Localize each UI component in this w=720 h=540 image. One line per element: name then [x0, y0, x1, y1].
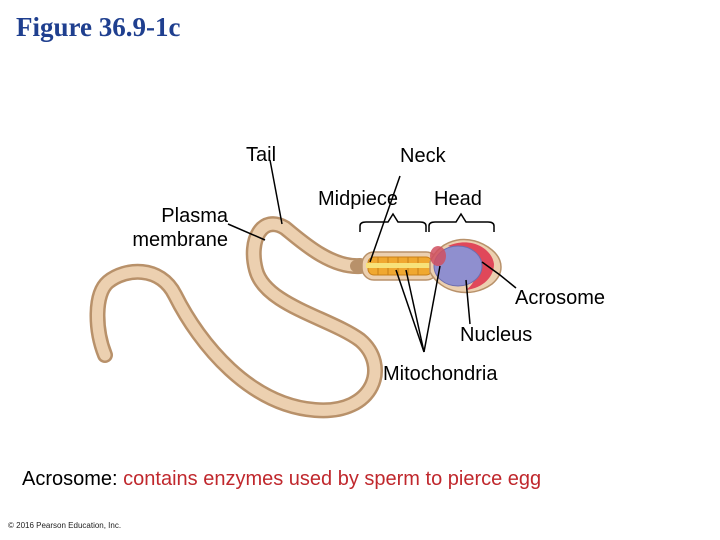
label-acrosome: Acrosome: [515, 287, 606, 309]
sperm-midpiece: [361, 251, 439, 281]
label-mitochondria: Mitochondria: [383, 363, 498, 385]
head-bracket: [428, 212, 495, 232]
sperm-tail: [89, 216, 383, 419]
caption-definition: contains enzymes used by sperm to pierce…: [123, 468, 542, 490]
leader-lines: [227, 159, 517, 353]
label-head: Head: [434, 188, 482, 210]
caption-term: Acrosome:: [22, 468, 118, 490]
label-midpiece: Midpiece: [318, 188, 399, 210]
midpiece-bracket: [359, 212, 427, 232]
label-plasma-membrane: Plasma membrane: [108, 204, 228, 252]
sperm-head: [429, 238, 502, 294]
figure-title: Figure 36.9-1c: [16, 12, 181, 42]
label-plasma-line1: Plasma: [161, 205, 228, 227]
label-membrane-line2: membrane: [132, 229, 228, 251]
label-tail: Tail: [246, 144, 277, 166]
caption: Acrosome: contains enzymes used by sperm…: [22, 468, 541, 491]
label-neck: Neck: [400, 145, 446, 167]
label-nucleus: Nucleus: [460, 324, 533, 346]
copyright-notice: © 2016 Pearson Education, Inc.: [8, 521, 122, 530]
acrosome-shape: [448, 242, 494, 290]
